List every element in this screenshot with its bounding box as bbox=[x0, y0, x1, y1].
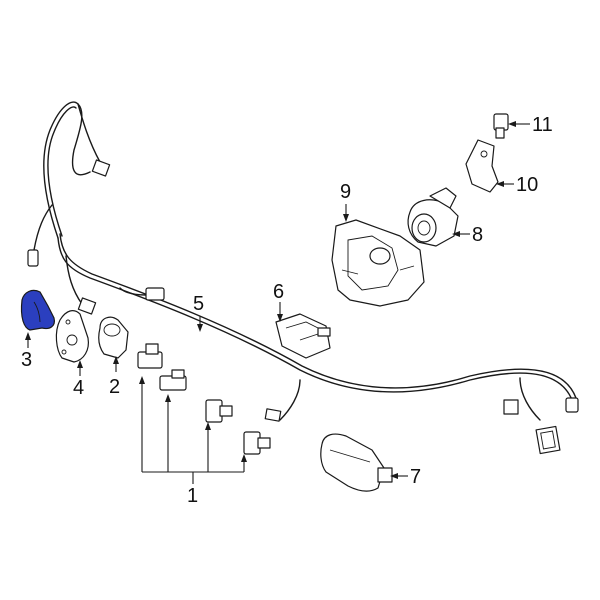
part-1-parking-sensor-a[interactable] bbox=[137, 343, 163, 369]
harness-connector-lower[interactable] bbox=[264, 408, 282, 422]
part-9-camera-bracket[interactable] bbox=[331, 219, 425, 307]
part-1-parking-sensor-c[interactable] bbox=[205, 399, 233, 423]
part-7-reflector[interactable] bbox=[320, 433, 393, 492]
harness-connector-mid[interactable] bbox=[77, 297, 97, 315]
harness-connector-right-upper[interactable] bbox=[503, 399, 519, 415]
part-11-bolt[interactable] bbox=[493, 113, 509, 139]
callout-8: 8 bbox=[472, 224, 484, 246]
part-10-mounting-bracket[interactable] bbox=[465, 139, 499, 193]
part-4-sensor-bracket[interactable] bbox=[55, 310, 89, 363]
harness-connector-loop[interactable] bbox=[145, 287, 165, 301]
callout-6: 6 bbox=[273, 281, 285, 303]
part-6-control-module[interactable] bbox=[275, 313, 331, 359]
callout-2: 2 bbox=[109, 376, 121, 398]
callout-7: 7 bbox=[410, 466, 422, 488]
harness-connector-right-lower[interactable] bbox=[535, 425, 561, 455]
part-1-parking-sensor-b[interactable] bbox=[159, 369, 187, 391]
harness-connector-top[interactable] bbox=[91, 159, 111, 177]
part-1-parking-sensor-d[interactable] bbox=[243, 431, 271, 455]
callout-10: 10 bbox=[516, 174, 539, 196]
part-3-sensor-retainer[interactable] bbox=[20, 289, 55, 331]
leader-lines bbox=[25, 121, 530, 484]
wiring-harness[interactable] bbox=[33, 101, 577, 421]
part-2-sensor-holder[interactable] bbox=[98, 316, 129, 359]
callout-9: 9 bbox=[340, 181, 352, 203]
callout-3: 3 bbox=[21, 349, 33, 371]
callout-4: 4 bbox=[73, 377, 85, 399]
part-8-rear-camera[interactable] bbox=[407, 187, 459, 247]
harness-connector-left[interactable] bbox=[27, 249, 39, 267]
callout-5: 5 bbox=[193, 293, 205, 315]
harness-clip-right[interactable] bbox=[565, 397, 579, 413]
callout-11: 11 bbox=[532, 114, 553, 136]
callout-1: 1 bbox=[187, 485, 199, 507]
